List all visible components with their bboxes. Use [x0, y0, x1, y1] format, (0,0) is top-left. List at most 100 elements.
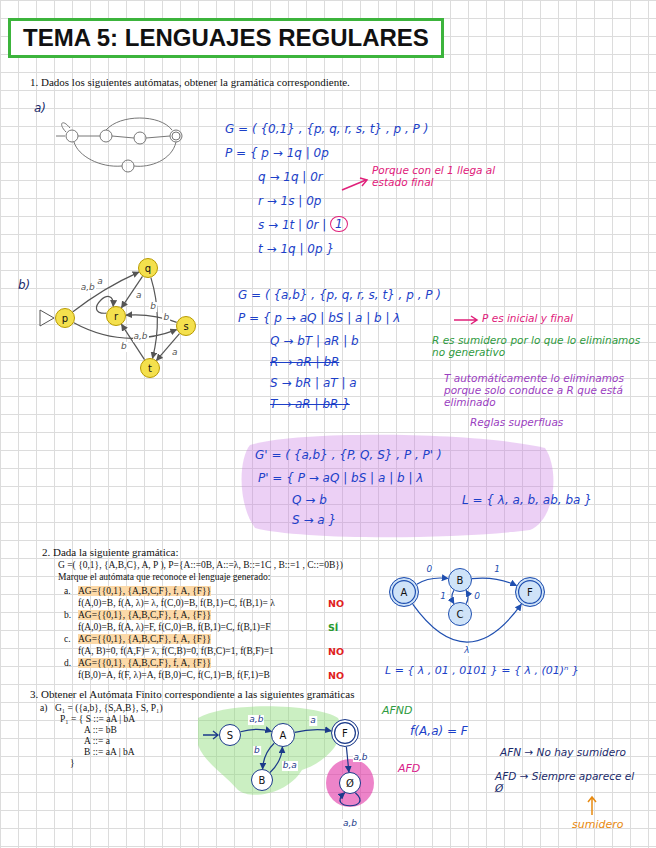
- transition-label: λ: [463, 646, 470, 656]
- verdict: SÍ: [328, 622, 338, 633]
- option-letter: d.: [64, 658, 71, 668]
- automaton-definition: AG={{0,1}, {A,B,C,F}, f, A, {F}}: [78, 658, 211, 668]
- state-circle: B: [251, 769, 273, 791]
- transition-label: a: [96, 277, 104, 287]
- highlight-blob: [242, 435, 554, 537]
- option-letter: a.: [64, 586, 71, 596]
- state-circle: F: [515, 577, 545, 607]
- automaton-definition: AG={{0,1}, {A,B,C,F}, f, A, {F}}: [78, 610, 211, 620]
- state-symbol: [122, 160, 134, 172]
- page-title: TEMA 5: LENGUAJES REGULARES: [8, 18, 444, 58]
- state-label: B: [457, 575, 464, 586]
- state-label: Ø: [346, 778, 354, 789]
- state-circle: p: [55, 308, 75, 328]
- state-label: B: [259, 775, 266, 786]
- state-circle: q: [138, 258, 158, 278]
- transition-list: f(A,0)=B, f(A, λ)=F, f(C,0)=B, f(B,1)=C,…: [78, 622, 271, 632]
- question-text: 3. Obtener el Autómata Finito correspond…: [30, 688, 354, 700]
- start-arrow: [56, 136, 65, 137]
- pointer-arrow: [454, 316, 477, 324]
- grammar-line: A ::= bB: [84, 725, 117, 735]
- grammar-line: q → 1q | 0r: [258, 170, 323, 184]
- annotation-note: sumidero: [572, 818, 623, 831]
- transition-label: b: [162, 313, 170, 323]
- question-text: Marque el autómata que reconoce el lengu…: [58, 572, 270, 582]
- grammar-line: r → 1s | 0p: [258, 194, 321, 208]
- transition-arrow: [151, 278, 157, 359]
- arrow-head: [360, 178, 367, 186]
- transition-arrow: [122, 276, 143, 307]
- grammar-line: P = { p → 1q | 0p: [225, 146, 329, 160]
- grammar-line: A ::= a: [84, 736, 110, 746]
- transition-arrow: [73, 272, 139, 312]
- state-circle: Ø: [339, 772, 361, 794]
- transition-arrow: [270, 747, 282, 773]
- option-letter: b.: [64, 610, 71, 620]
- state-label: p: [62, 313, 68, 324]
- annotation-note: AFD → Siempre aparece el Ø: [495, 770, 635, 794]
- transition-list: f(B,0)=A, f(F, λ)=A, f(B,0)=C, f(C,1)=B,…: [78, 670, 270, 680]
- annotation-note: AFN → No hay sumidero: [500, 746, 626, 758]
- transition-label: a,b: [248, 715, 264, 725]
- automaton-definition: AG={{0,1}, {A,B,C,F}, f, A, {F}}: [78, 634, 211, 644]
- transition-line: [62, 123, 70, 132]
- grammar-definition: G =( {0,1}, {A,B,C}, A, P ), P={A::=0B, …: [58, 560, 343, 570]
- transition-label: 0: [473, 592, 481, 602]
- transition-label: a,b: [352, 753, 368, 763]
- transition-label: a,b: [132, 332, 148, 342]
- grammar-line: S → bR | aT | a: [270, 376, 357, 390]
- grammar-line: }: [70, 758, 75, 768]
- state-label: S: [227, 730, 233, 741]
- state-label: A: [280, 730, 287, 741]
- transition-arrow: [417, 578, 448, 584]
- transition-list: f(A,0)=B, f(A, λ)= λ, f(C,0)=B, f(B,1)=C…: [78, 598, 275, 608]
- transition-label: b,a: [282, 761, 298, 771]
- grammar-line: G = ( {0,1} , {p, q, r, s, t} , p , P ): [225, 122, 428, 136]
- grammar-line: G' = ( {a,b} , {P, Q, S} , P , P' ): [255, 448, 442, 462]
- question-text: 1. Dados los siguientes autómatas, obten…: [30, 76, 350, 88]
- transition-label: b: [120, 342, 128, 352]
- state-circle: A: [271, 723, 295, 747]
- transition-arrow: [263, 743, 275, 769]
- transition-label: 1: [439, 592, 447, 602]
- grammar-line: P = { p → aQ | bS | a | b | λ: [238, 311, 400, 325]
- question-text: 2. Dada la siguiente gramática:: [42, 546, 179, 558]
- state-circle: F: [331, 719, 359, 747]
- transition-label: a: [309, 716, 317, 726]
- item-letter: a): [34, 101, 46, 115]
- state-symbol: [172, 132, 180, 140]
- transition-line: [106, 118, 172, 130]
- grammar-definition: G₁ = ({a,b}, {S,A,B}, S, P₁): [55, 703, 163, 713]
- struck-rule: T → aR | bR }: [270, 397, 350, 411]
- transition-label: a: [171, 348, 179, 358]
- state-symbol: [170, 130, 182, 142]
- state-label: F: [342, 728, 348, 739]
- language-set: L = { λ , 01 , 0101 } = { λ , (01)ⁿ }: [385, 664, 579, 677]
- transition-label: a,b: [342, 819, 358, 829]
- state-circle: B: [448, 568, 472, 592]
- verdict: NO: [328, 646, 344, 657]
- transition-list: f(A, B)=0, f(A,F)= λ, f(C,B)=0, f(B,C)=1…: [78, 646, 274, 656]
- state-label: C: [457, 609, 464, 620]
- transition-arrow: [346, 747, 349, 772]
- state-label: F: [527, 587, 533, 598]
- state-symbol: [134, 132, 146, 144]
- grammar-line: Q → bT | aR | b: [270, 334, 359, 348]
- grammar-line: S → a }: [292, 513, 336, 527]
- state-circle: S: [219, 724, 241, 746]
- transition-arrow: [295, 730, 332, 733]
- transition-label: a,b: [80, 283, 96, 293]
- annotation-note: P es inicial y final: [482, 312, 573, 324]
- state-circle: s: [176, 316, 196, 336]
- start-arrow: [40, 310, 54, 326]
- state-label: r: [114, 311, 118, 322]
- highlight-blob: [198, 706, 341, 795]
- item-letter: a): [40, 703, 47, 713]
- state-circle: A: [389, 577, 419, 607]
- state-symbol: [100, 130, 112, 142]
- transition-arrow: [472, 578, 517, 585]
- grammar-line: Q → b: [292, 493, 327, 507]
- transition-arrow: [466, 590, 468, 603]
- transition-line: [78, 136, 170, 138]
